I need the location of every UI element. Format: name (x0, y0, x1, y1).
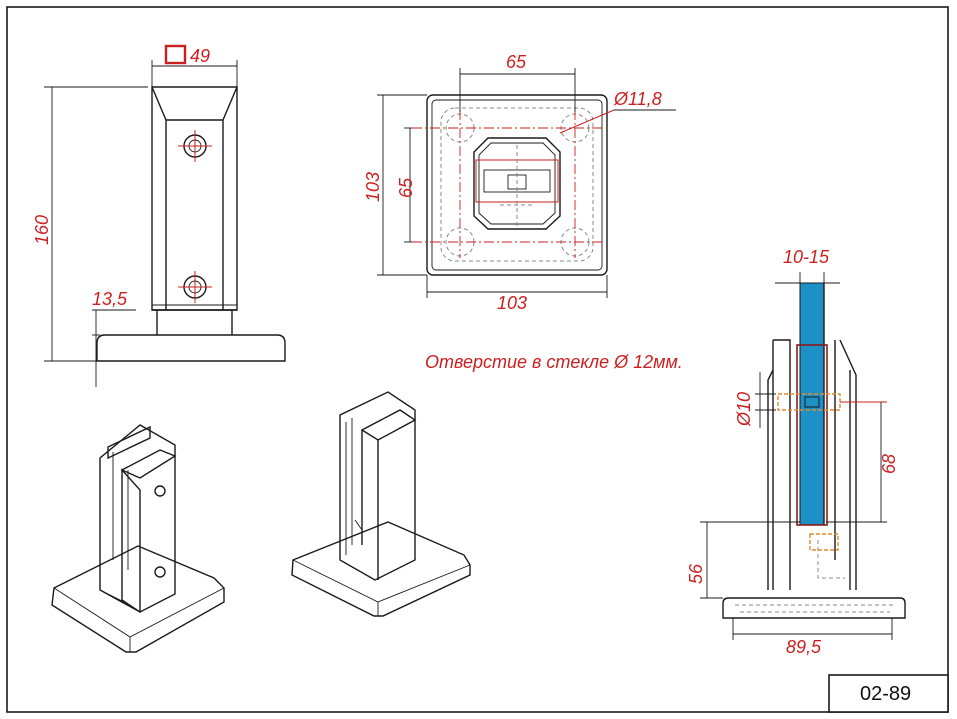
dim-plate-width: 103 (497, 293, 527, 313)
dim-glass-thickness: 10-15 (783, 247, 830, 267)
dim-hole-spacing-y: 65 (396, 177, 416, 198)
front-view: 49 160 13,5 (32, 44, 286, 387)
top-view: 65 65 103 103 Ø11,8 (363, 52, 676, 313)
isometric-view-front (51, 424, 225, 653)
dim-height: 160 (32, 215, 52, 245)
section-view: 10-15 Ø10 68 56 89,5 (686, 247, 906, 657)
dim-base-thickness: 13,5 (92, 289, 128, 309)
isometric-view-back (291, 391, 471, 617)
drawing-frame (6, 6, 949, 713)
glass-hole-note: Отверстие в стекле Ø 12мм. (425, 352, 683, 372)
dim-clamp-height: 56 (686, 563, 706, 584)
glass-panel (799, 282, 825, 526)
dim-hole-spacing-x: 65 (506, 52, 527, 72)
dim-bolt-height: 68 (879, 454, 899, 474)
dim-bolt-diameter: Ø10 (734, 392, 754, 427)
title-block: 02-89 (828, 674, 949, 713)
dim-square-size: 49 (190, 46, 210, 66)
dim-plate-height: 103 (363, 172, 383, 202)
dim-base-width: 89,5 (786, 637, 822, 657)
dim-hole-diameter: Ø11,8 (613, 89, 662, 109)
drawing-code: 02-89 (860, 683, 911, 705)
